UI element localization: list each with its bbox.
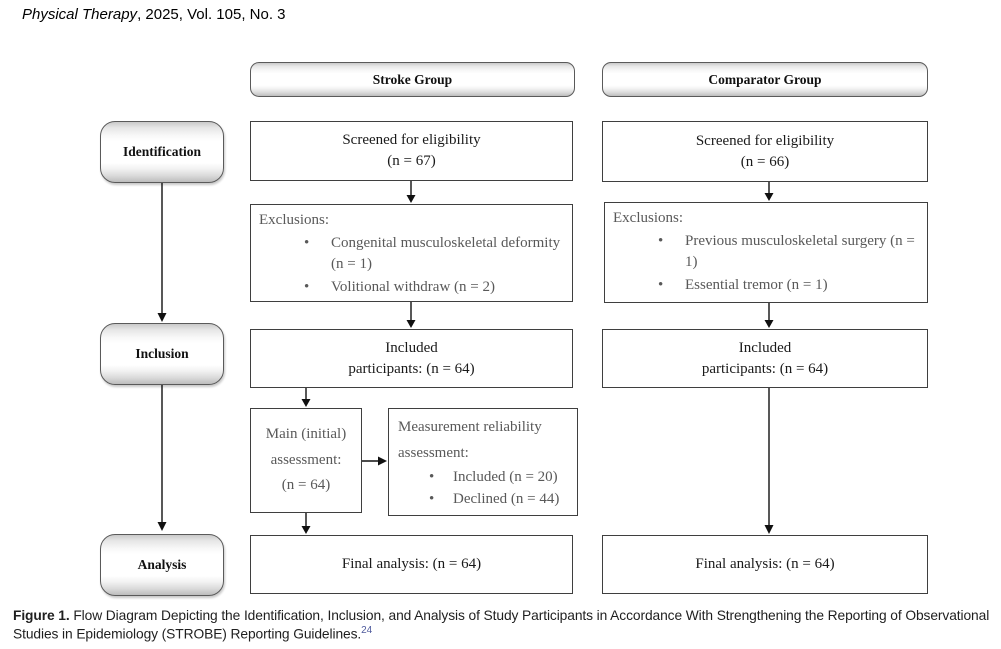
figure-caption-reference: 24: [361, 624, 373, 636]
stage-inclusion: Inclusion: [100, 323, 224, 385]
list-item: Volitional withdraw (n = 2): [304, 277, 572, 298]
main-assessment-line2: assessment:: [270, 451, 342, 468]
stroke-exclusions-list: Congenital musculoskeletal deformity (n …: [251, 233, 572, 298]
comparator-exclusions-list: Previous musculoskeletal surgery (n = 1)…: [605, 231, 927, 296]
stroke-group-header: Stroke Group: [250, 62, 575, 97]
stage-identification: Identification: [100, 121, 224, 183]
comparator-included-line1: Included: [738, 339, 792, 356]
stroke-final-analysis-box: Final analysis: (n = 64): [250, 535, 573, 594]
stage-analysis: Analysis: [100, 534, 224, 596]
main-assessment-line1: Main (initial): [265, 425, 347, 442]
comparator-final-analysis-box: Final analysis: (n = 64): [602, 535, 928, 594]
comparator-screened-box: Screened for eligibility (n = 66): [602, 121, 928, 182]
stroke-exclusions-title: Exclusions:: [259, 212, 329, 228]
list-item: Declined (n = 44): [429, 489, 577, 510]
stroke-screened-line1: Screened for eligibility: [342, 132, 481, 148]
journal-issue: , 2025, Vol. 105, No. 3: [137, 6, 286, 23]
arrow-comparator-screened-to-exclusions: [764, 182, 774, 201]
arrow-inclusion-to-analysis: [157, 385, 167, 531]
list-item: Congenital musculoskeletal deformity (n …: [304, 233, 572, 275]
stroke-included-line1: Included: [385, 339, 438, 356]
measurement-title-line2: assessment:: [398, 444, 469, 461]
comparator-exclusions-title: Exclusions:: [613, 210, 683, 226]
figure-caption: Figure 1. Flow Diagram Depicting the Ide…: [13, 608, 991, 644]
stroke-exclusions-box: Exclusions: Congenital musculoskeletal d…: [250, 204, 573, 302]
stroke-screened-line2: (n = 67): [387, 153, 436, 169]
stroke-included-box: Included participants: (n = 64): [250, 329, 573, 388]
stroke-measurement-box: Measurement reliability assessment: Incl…: [388, 408, 578, 516]
arrow-main-to-measurement: [362, 456, 387, 466]
comparator-included-line2: participants: (n = 64): [701, 360, 829, 377]
arrow-comparator-exclusions-to-included: [764, 303, 774, 328]
journal-header: Physical Therapy, 2025, Vol. 105, No. 3: [22, 6, 286, 23]
stroke-main-assessment-box: Main (initial) assessment: (n = 64): [250, 408, 362, 513]
measurement-title-line1: Measurement reliability: [398, 419, 542, 435]
arrow-main-to-final: [301, 513, 311, 534]
figure-caption-text: Flow Diagram Depicting the Identificatio…: [13, 608, 990, 642]
comparator-group-header: Comparator Group: [602, 62, 928, 97]
arrow-identification-to-inclusion: [157, 183, 167, 322]
arrow-comparator-included-to-final: [764, 388, 774, 534]
journal-title: Physical Therapy: [22, 6, 138, 23]
comparator-screened-line1: Screened for eligibility: [695, 132, 835, 149]
comparator-included-box: Included participants: (n = 64): [602, 329, 928, 388]
comparator-screened-line2: (n = 66): [740, 153, 790, 170]
list-item: Essential tremor (n = 1): [658, 275, 927, 296]
stroke-included-line2: participants: (n = 64): [348, 360, 475, 377]
list-item: Included (n = 20): [429, 467, 577, 488]
arrow-stroke-included-to-main: [301, 388, 311, 407]
comparator-exclusions-box: Exclusions: Previous musculoskeletal sur…: [604, 202, 928, 303]
main-assessment-line3: (n = 64): [281, 477, 331, 494]
list-item: Previous musculoskeletal surgery (n = 1): [658, 231, 927, 273]
stroke-screened-box: Screened for eligibility (n = 67): [250, 121, 573, 181]
arrow-stroke-exclusions-to-included: [406, 302, 416, 328]
figure-caption-label: Figure 1.: [13, 608, 70, 623]
measurement-list: Included (n = 20) Declined (n = 44): [389, 467, 577, 510]
arrow-stroke-screened-to-exclusions: [406, 181, 416, 203]
